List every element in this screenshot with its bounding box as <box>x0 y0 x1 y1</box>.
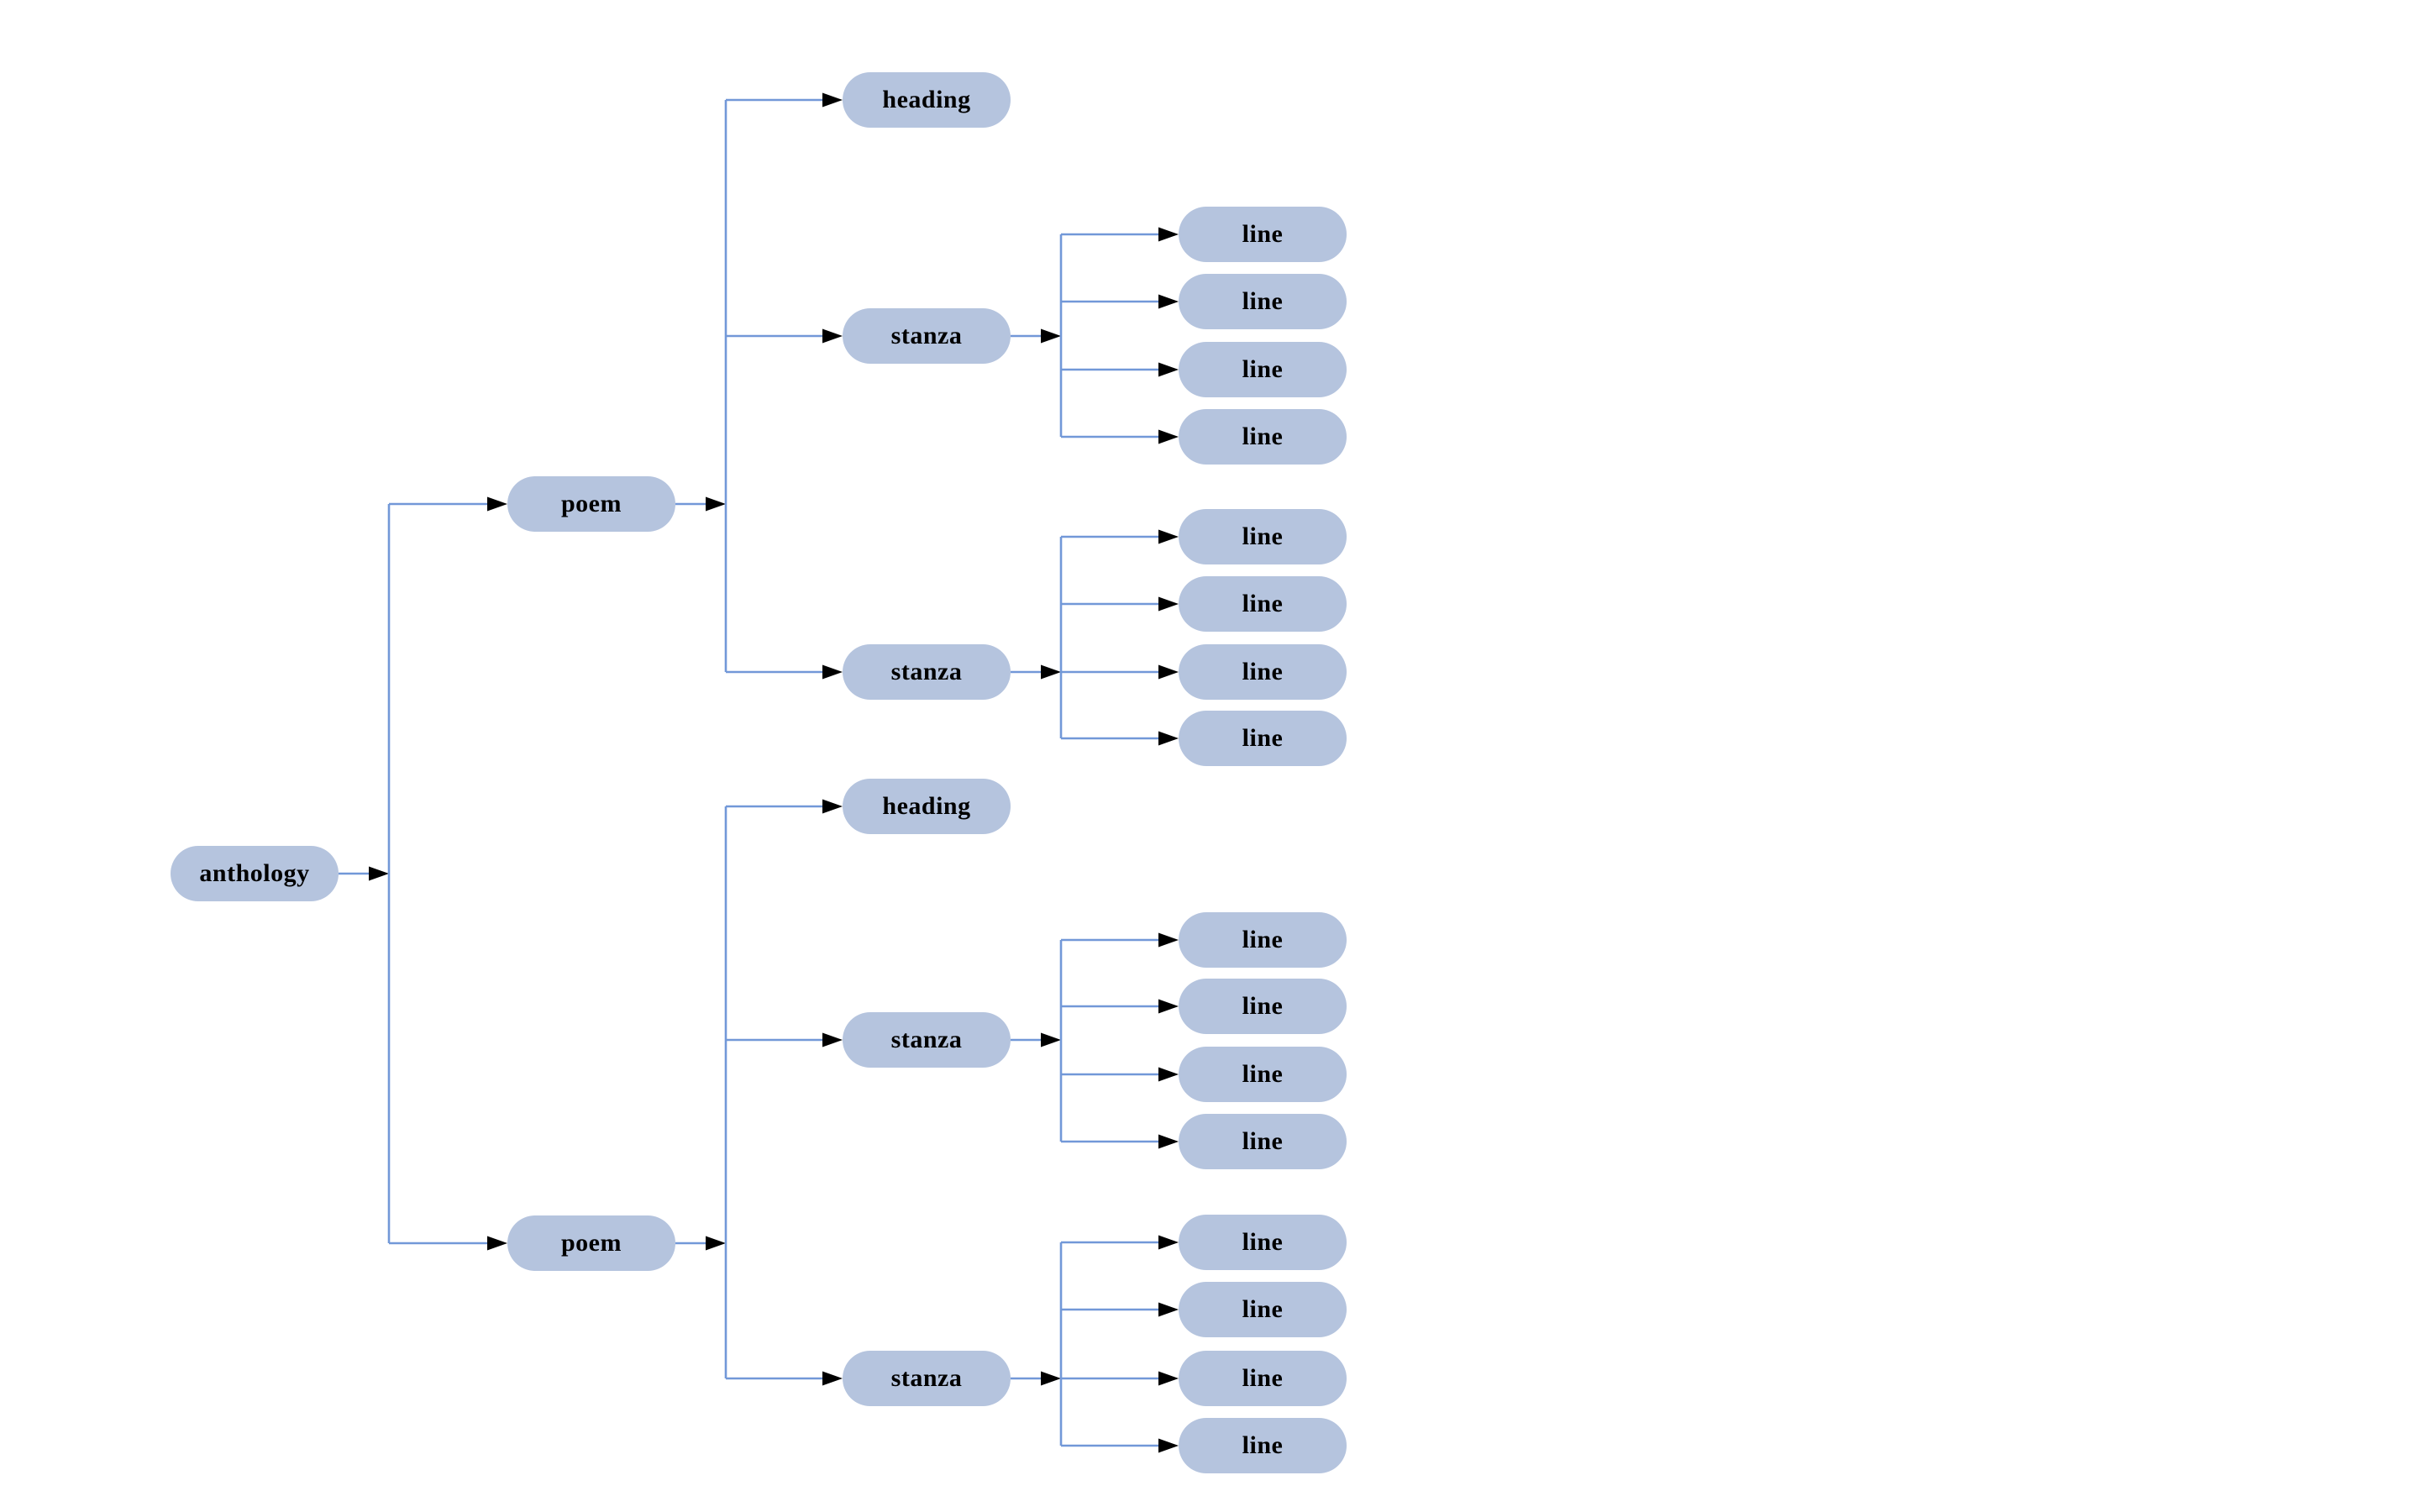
node-line-13: line <box>1179 1215 1347 1270</box>
node-line-4: line <box>1179 409 1347 465</box>
node-stanza-3: stanza <box>843 1012 1011 1068</box>
node-line-14: line <box>1179 1282 1347 1337</box>
node-label: stanza <box>890 1364 963 1392</box>
node-label: stanza <box>890 658 963 685</box>
node-label: anthology <box>199 859 310 887</box>
node-label: line <box>1242 590 1284 617</box>
node-line-16: line <box>1179 1418 1347 1473</box>
node-line-12: line <box>1179 1114 1347 1169</box>
node-label: line <box>1242 1364 1284 1392</box>
node-label: line <box>1242 926 1284 953</box>
node-label: line <box>1242 724 1284 752</box>
node-label: line <box>1242 1060 1284 1088</box>
edges-from-stanza-4 <box>1011 1235 1179 1453</box>
node-label: line <box>1242 658 1284 685</box>
node-label: heading <box>882 86 971 113</box>
node-label: stanza <box>890 1026 963 1053</box>
node-line-3: line <box>1179 342 1347 397</box>
node-label: line <box>1242 1295 1284 1323</box>
node-label: line <box>1242 220 1284 248</box>
edges-from-poem-1 <box>675 92 843 680</box>
node-heading-2: heading <box>843 779 1011 834</box>
node-label: poem <box>561 490 622 517</box>
node-line-11: line <box>1179 1047 1347 1102</box>
node-poem-2: poem <box>507 1215 675 1271</box>
node-label: line <box>1242 1228 1284 1256</box>
node-label: poem <box>561 1229 622 1257</box>
node-line-1: line <box>1179 207 1347 262</box>
node-label: heading <box>882 792 971 820</box>
node-line-7: line <box>1179 644 1347 700</box>
node-line-8: line <box>1179 711 1347 766</box>
node-line-2: line <box>1179 274 1347 329</box>
node-stanza-1: stanza <box>843 308 1011 364</box>
edges-from-stanza-3 <box>1011 932 1179 1149</box>
node-line-5: line <box>1179 509 1347 564</box>
node-label: line <box>1242 355 1284 383</box>
node-stanza-2: stanza <box>843 644 1011 700</box>
node-line-15: line <box>1179 1351 1347 1406</box>
node-label: stanza <box>890 322 963 349</box>
edges-from-stanza-1 <box>1011 227 1179 444</box>
edges-from-stanza-2 <box>1011 529 1179 746</box>
node-line-6: line <box>1179 576 1347 632</box>
node-label: line <box>1242 287 1284 315</box>
node-label: line <box>1242 1431 1284 1459</box>
node-line-10: line <box>1179 979 1347 1034</box>
node-label: line <box>1242 1127 1284 1155</box>
node-label: line <box>1242 423 1284 450</box>
node-anthology: anthology <box>171 846 339 901</box>
node-stanza-4: stanza <box>843 1351 1011 1406</box>
edges-from-anthology <box>339 496 507 1251</box>
node-heading-1: heading <box>843 72 1011 128</box>
node-label: line <box>1242 992 1284 1020</box>
node-line-9: line <box>1179 912 1347 968</box>
edges-from-poem-2 <box>675 799 843 1386</box>
node-poem-1: poem <box>507 476 675 532</box>
node-label: line <box>1242 522 1284 550</box>
